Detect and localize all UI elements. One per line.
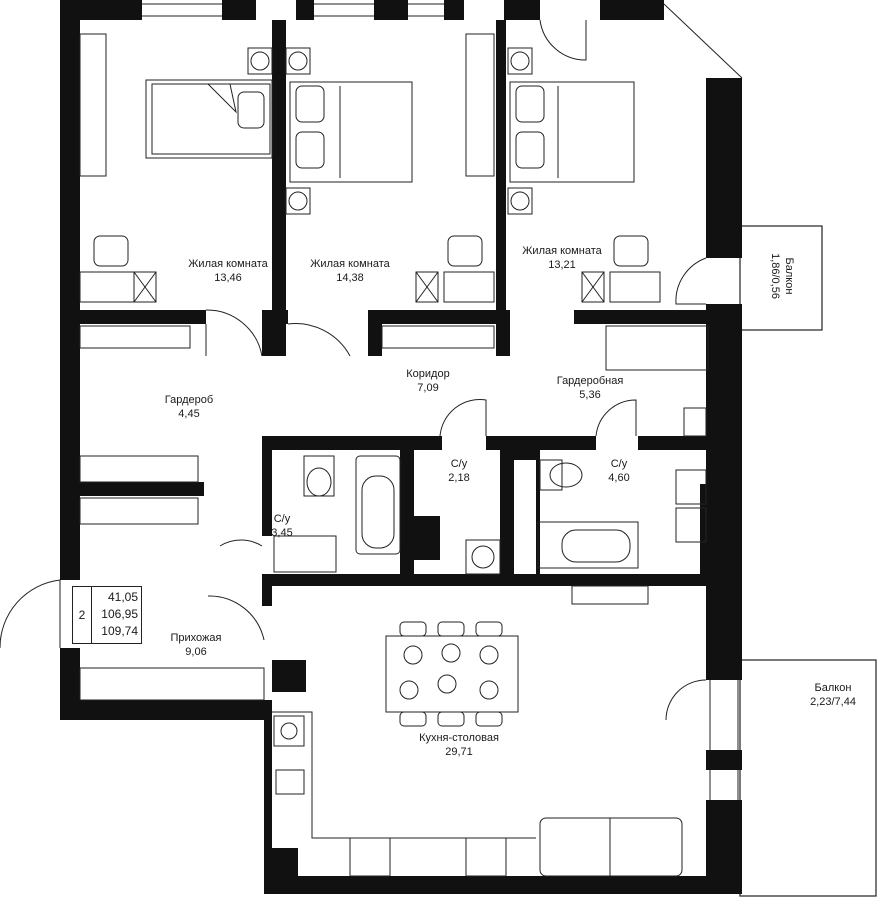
desks <box>79 235 661 303</box>
room-count: 2 <box>73 587 92 643</box>
total-area-with-balconies: 109,74 <box>101 624 138 638</box>
room-label-bedroom2: Жилая комната 14,38 <box>310 258 390 284</box>
room-label-bath3: С/у 3,45 <box>271 513 293 539</box>
area-values: 41,05 106,95 109,74 <box>92 589 140 640</box>
wardrobes <box>79 33 709 701</box>
area-summary-box: 2 41,05 106,95 109,74 <box>72 586 142 644</box>
walls <box>60 0 742 894</box>
room-label-bath1: С/у 2,18 <box>448 458 470 484</box>
room-label-hall: Прихожая 9,06 <box>170 632 222 658</box>
bathroom-fixtures <box>273 455 707 605</box>
room-label-balcony-small: Балкон 1,86/0,56 <box>769 253 795 299</box>
doors <box>0 19 707 721</box>
living-area: 41,05 <box>107 590 138 604</box>
room-label-bedroom1: Жилая комната 13,46 <box>188 258 268 284</box>
room-label-dressing-room: Гардеробная 5,36 <box>556 375 624 401</box>
room-label-corridor: Коридор 7,09 <box>406 368 450 394</box>
room-label-kitchen: Кухня-столовая 29,71 <box>419 732 499 758</box>
room-label-bath2: С/у 4,60 <box>608 458 630 484</box>
balcony-outlines <box>739 225 877 897</box>
beds <box>145 47 635 215</box>
room-label-bedroom3: Жилая комната 13,21 <box>522 245 602 271</box>
total-area: 106,95 <box>101 607 138 621</box>
windows <box>142 3 743 800</box>
room-label-wardrobe: Гардероб 4,45 <box>164 394 214 420</box>
kitchen-furniture <box>272 621 683 877</box>
room-label-balcony-large: Балкон 2,23/7,44 <box>810 682 856 708</box>
